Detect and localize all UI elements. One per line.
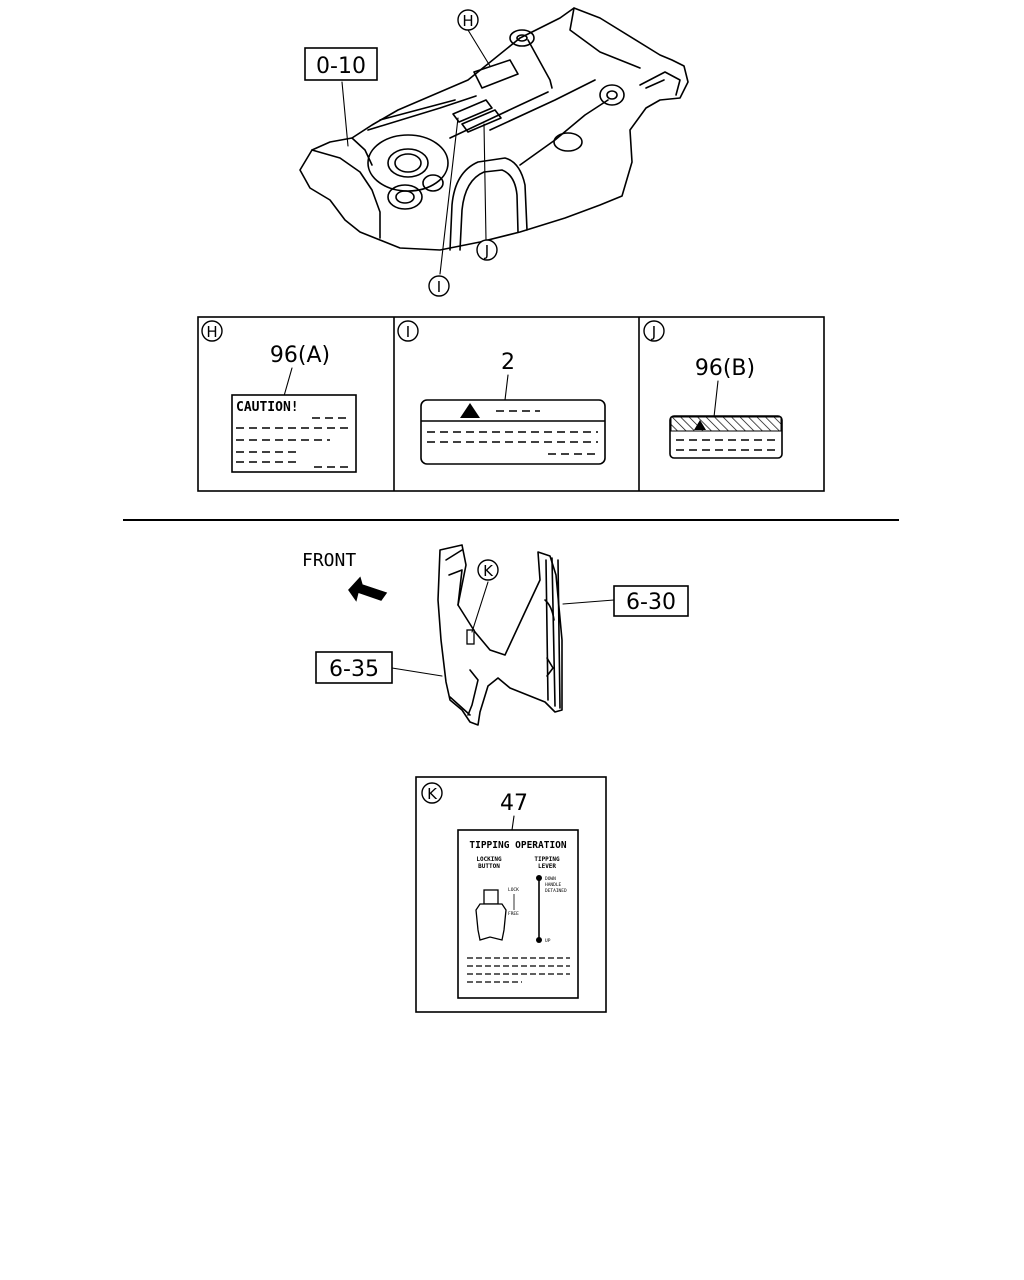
- decal-i-location: [452, 99, 493, 123]
- label-panels: [197, 316, 825, 492]
- decal-j-location: [461, 109, 502, 133]
- callout-j[interactable]: J: [476, 239, 498, 261]
- panel-h-letter-badge: H: [201, 320, 223, 342]
- svg-text:LOCKING: LOCKING: [476, 856, 502, 863]
- panel-j: J 96(B): [643, 320, 783, 459]
- tipping-title: TIPPING OPERATION: [469, 840, 567, 851]
- svg-text:I: I: [406, 323, 410, 341]
- svg-text:0-10: 0-10: [316, 54, 366, 79]
- panel-k-part-no: 47: [500, 791, 528, 816]
- svg-text:DOWN: DOWN: [545, 876, 556, 882]
- svg-text:H: H: [462, 12, 473, 30]
- callout-i[interactable]: I: [428, 275, 450, 297]
- callout-h[interactable]: H: [457, 9, 479, 31]
- svg-text:LEVER: LEVER: [538, 863, 556, 870]
- seat-back-drawing: [391, 544, 615, 726]
- front-text: FRONT: [302, 550, 356, 571]
- svg-text:BUTTON: BUTTON: [478, 863, 500, 870]
- svg-text:J: J: [651, 323, 656, 341]
- svg-text:K: K: [483, 562, 494, 580]
- svg-text:K: K: [427, 785, 438, 803]
- svg-text:HANDLE: HANDLE: [545, 882, 562, 888]
- decal-k-location: [466, 629, 475, 645]
- panel-j-part-no: 96(B): [695, 356, 755, 381]
- svg-text:I: I: [437, 278, 441, 296]
- decal-h-location: [473, 59, 519, 89]
- panel-k-letter-badge: K: [421, 782, 443, 804]
- front-indicator: FRONT: [302, 550, 388, 602]
- ref-box-6-30[interactable]: 6-30: [613, 585, 689, 617]
- panel-j-letter-badge: J: [643, 320, 665, 342]
- panel-i: I 2: [397, 320, 606, 465]
- panel-h-part-no: 96(A): [270, 343, 330, 368]
- tipping-lever-icon: [536, 875, 542, 943]
- caution-decal: [231, 394, 357, 473]
- locking-button-icon: [475, 889, 507, 941]
- front-arrow-icon: [348, 576, 388, 602]
- seat-base-drawing: [299, 7, 689, 275]
- warning-triangle-icon: [694, 420, 706, 430]
- panel-k: K 47 TIPPING OPERATION LOCKING BUTTON TI…: [415, 776, 607, 1013]
- panel-i-letter-badge: I: [397, 320, 419, 342]
- svg-text:6-35: 6-35: [329, 657, 379, 682]
- warning-triangle-icon: [460, 403, 480, 418]
- caution-text: CAUTION!: [236, 400, 299, 415]
- callout-k[interactable]: K: [477, 559, 499, 581]
- svg-text:TIPPING: TIPPING: [534, 856, 560, 863]
- ref-box-6-35[interactable]: 6-35: [315, 651, 393, 684]
- svg-text:6-30: 6-30: [626, 590, 676, 615]
- svg-text:UP: UP: [545, 938, 551, 944]
- panel-h: H 96(A) CAUTION!: [201, 320, 357, 473]
- svg-text:FREE: FREE: [508, 911, 519, 917]
- svg-text:LOCK: LOCK: [508, 887, 519, 893]
- panel-i-part-no: 2: [501, 350, 515, 375]
- ref-box-0-10[interactable]: 0-10: [304, 47, 378, 81]
- svg-text:H: H: [206, 323, 217, 341]
- svg-text:DETAINED: DETAINED: [545, 888, 567, 894]
- svg-text:J: J: [484, 242, 489, 260]
